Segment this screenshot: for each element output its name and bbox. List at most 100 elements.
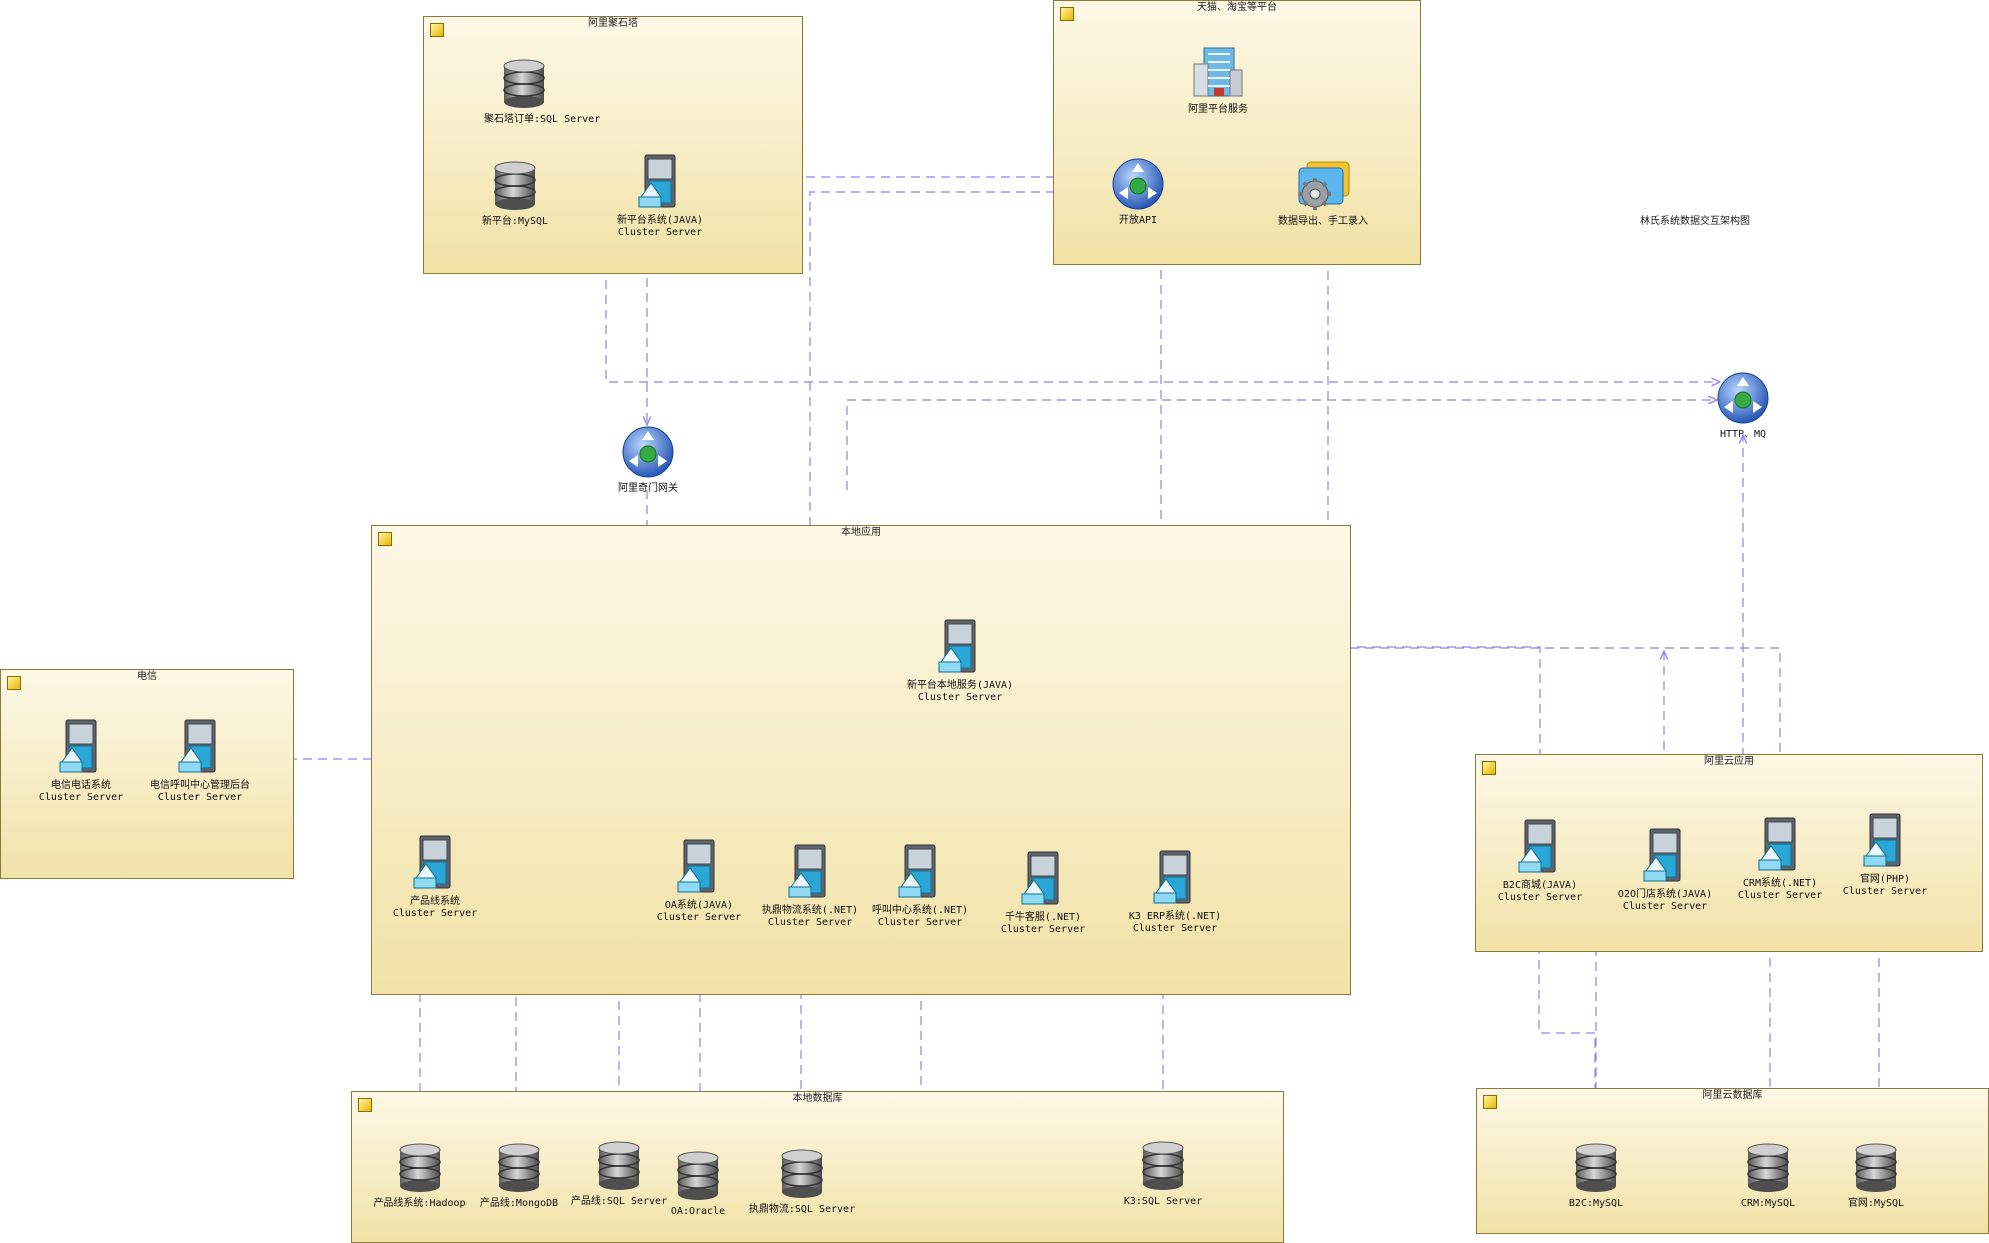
node-db-hadoop: 产品线系统:Hadoop bbox=[367, 1142, 472, 1210]
settings-gear-icon bbox=[1293, 161, 1353, 216]
node-label: OA:Oracle bbox=[670, 1206, 726, 1217]
node-local-service: 新平台本地服务(JAVA)Cluster Server bbox=[895, 618, 1025, 704]
database-icon bbox=[780, 1149, 824, 1204]
group-title-local-app: 本地应用 bbox=[841, 527, 881, 538]
node-website-php: 官网(PHP)Cluster Server bbox=[1840, 812, 1930, 898]
server-icon bbox=[412, 835, 458, 896]
node-label: 呼叫中心系统(.NET) bbox=[871, 905, 969, 916]
node-label: CRM系统(.NET) bbox=[1742, 878, 1818, 889]
server-icon bbox=[676, 839, 722, 900]
node-o2o-store: O2O门店系统(JAVA)Cluster Server bbox=[1610, 827, 1720, 913]
node-label: 产品线系统:Hadoop bbox=[373, 1198, 466, 1209]
server-icon bbox=[1642, 828, 1688, 889]
network-hub-icon bbox=[1111, 158, 1165, 215]
node-label: 执鼎物流系统(.NET) bbox=[761, 905, 859, 916]
node-db-b2c-mysql: B2C:MySQL bbox=[1564, 1142, 1628, 1210]
node-db-crm-mysql: CRM:MySQL bbox=[1736, 1142, 1800, 1210]
node-label: Cluster Server bbox=[38, 792, 124, 803]
node-label: 阿里平台服务 bbox=[1188, 104, 1248, 115]
node-label: Cluster Server bbox=[1132, 923, 1218, 934]
database-icon bbox=[1141, 1141, 1185, 1196]
node-ali-platform-service: 阿里平台服务 bbox=[1178, 42, 1258, 116]
group-title-telecom: 电信 bbox=[137, 671, 157, 682]
node-db-website-mysql: 官网:MySQL bbox=[1844, 1142, 1908, 1210]
node-label: 产品线:MongoDB bbox=[479, 1198, 559, 1209]
node-label: 官网:MySQL bbox=[1847, 1198, 1905, 1209]
database-icon bbox=[497, 1143, 541, 1198]
database-icon bbox=[1854, 1143, 1898, 1198]
node-db-mongodb: 产品线:MongoDB bbox=[470, 1142, 568, 1210]
group-marker-icon bbox=[358, 1098, 372, 1112]
node-label: Cluster Server bbox=[917, 692, 1003, 703]
database-icon bbox=[597, 1141, 641, 1196]
node-label: OA系统(JAVA) bbox=[664, 900, 734, 911]
node-http-mq: HTTP、MQ bbox=[1698, 371, 1788, 441]
group-title-jushita: 阿里聚石塔 bbox=[588, 18, 638, 29]
node-label: Cluster Server bbox=[1622, 901, 1708, 912]
group-title-ali-cloud-app: 阿里云应用 bbox=[1704, 756, 1754, 767]
wire-local-to-httpmq bbox=[846, 400, 1717, 490]
node-db-logistics-sql: 执鼎物流:SQL Server bbox=[746, 1148, 858, 1216]
server-icon bbox=[637, 154, 683, 215]
node-oa-system: OA系统(JAVA)Cluster Server bbox=[654, 838, 744, 924]
database-icon bbox=[676, 1151, 720, 1206]
node-label: 数据导出、手工录入 bbox=[1278, 216, 1368, 227]
node-label: Cluster Server bbox=[877, 917, 963, 928]
server-icon bbox=[897, 844, 943, 905]
node-label: 电信呼叫中心管理后台 bbox=[150, 780, 250, 791]
node-label: B2C商城(JAVA) bbox=[1502, 880, 1578, 891]
node-label: Cluster Server bbox=[1737, 890, 1823, 901]
node-label: 执鼎物流:SQL Server bbox=[748, 1204, 856, 1215]
server-icon bbox=[1862, 813, 1908, 874]
group-ali-cloud-db: 阿里云数据库 bbox=[1476, 1088, 1989, 1234]
group-marker-icon bbox=[1060, 7, 1074, 21]
group-title-local-db: 本地数据库 bbox=[792, 1093, 843, 1104]
node-label: Cluster Server bbox=[1497, 892, 1583, 903]
group-marker-icon bbox=[1483, 1095, 1497, 1109]
node-call-center: 呼叫中心系统(.NET)Cluster Server bbox=[870, 843, 970, 929]
node-data-export: 数据导出、手工录入 bbox=[1268, 160, 1378, 228]
server-icon bbox=[1517, 819, 1563, 880]
network-hub-icon bbox=[621, 426, 675, 483]
server-icon bbox=[177, 719, 223, 780]
node-label: 聚石塔订单:SQL Server bbox=[484, 114, 601, 125]
node-label: 官网(PHP) bbox=[1859, 874, 1911, 885]
server-icon bbox=[937, 619, 983, 680]
node-qimen-gateway: 阿里奇门网关 bbox=[608, 425, 688, 495]
node-jst-order-db: 聚石塔订单:SQL Server bbox=[484, 58, 601, 126]
node-label: 新平台系统(JAVA) bbox=[616, 215, 704, 226]
database-icon bbox=[1574, 1143, 1618, 1198]
group-local-app: 本地应用 bbox=[371, 525, 1351, 995]
node-b2c-mall: B2C商城(JAVA)Cluster Server bbox=[1490, 818, 1590, 904]
node-label: K3:SQL Server bbox=[1123, 1196, 1203, 1207]
node-label: Cluster Server bbox=[392, 908, 478, 919]
network-hub-icon bbox=[1716, 372, 1770, 429]
server-icon bbox=[58, 719, 104, 780]
node-label: Cluster Server bbox=[157, 792, 243, 803]
node-db-k3-sql: K3:SQL Server bbox=[1117, 1140, 1209, 1208]
group-title-tmall: 天猫、淘宝等平台 bbox=[1197, 2, 1277, 13]
wire-jushita-to-httpmq bbox=[605, 280, 1720, 382]
node-label: 新平台:MySQL bbox=[481, 216, 549, 227]
node-new-platform-mysql: 新平台:MySQL bbox=[470, 160, 560, 228]
database-icon bbox=[502, 59, 546, 114]
node-label: Cluster Server bbox=[1842, 886, 1928, 897]
node-label: HTTP、MQ bbox=[1719, 429, 1767, 440]
server-icon bbox=[1757, 817, 1803, 878]
node-logistics: 执鼎物流系统(.NET)Cluster Server bbox=[760, 843, 860, 929]
node-label: Cluster Server bbox=[617, 227, 703, 238]
node-label: Cluster Server bbox=[1000, 924, 1086, 935]
node-label: Cluster Server bbox=[767, 917, 853, 928]
database-icon bbox=[1746, 1143, 1790, 1198]
server-icon bbox=[1020, 851, 1066, 912]
server-icon bbox=[1152, 850, 1198, 911]
node-label: CRM:MySQL bbox=[1740, 1198, 1796, 1209]
node-label: Cluster Server bbox=[656, 912, 742, 923]
node-db-oracle: OA:Oracle bbox=[655, 1150, 741, 1218]
node-label: K3 ERP系统(.NET) bbox=[1128, 911, 1222, 922]
node-crm: CRM系统(.NET)Cluster Server bbox=[1735, 816, 1825, 902]
building-icon bbox=[1190, 47, 1246, 104]
node-open-api: 开放API bbox=[1108, 157, 1168, 227]
